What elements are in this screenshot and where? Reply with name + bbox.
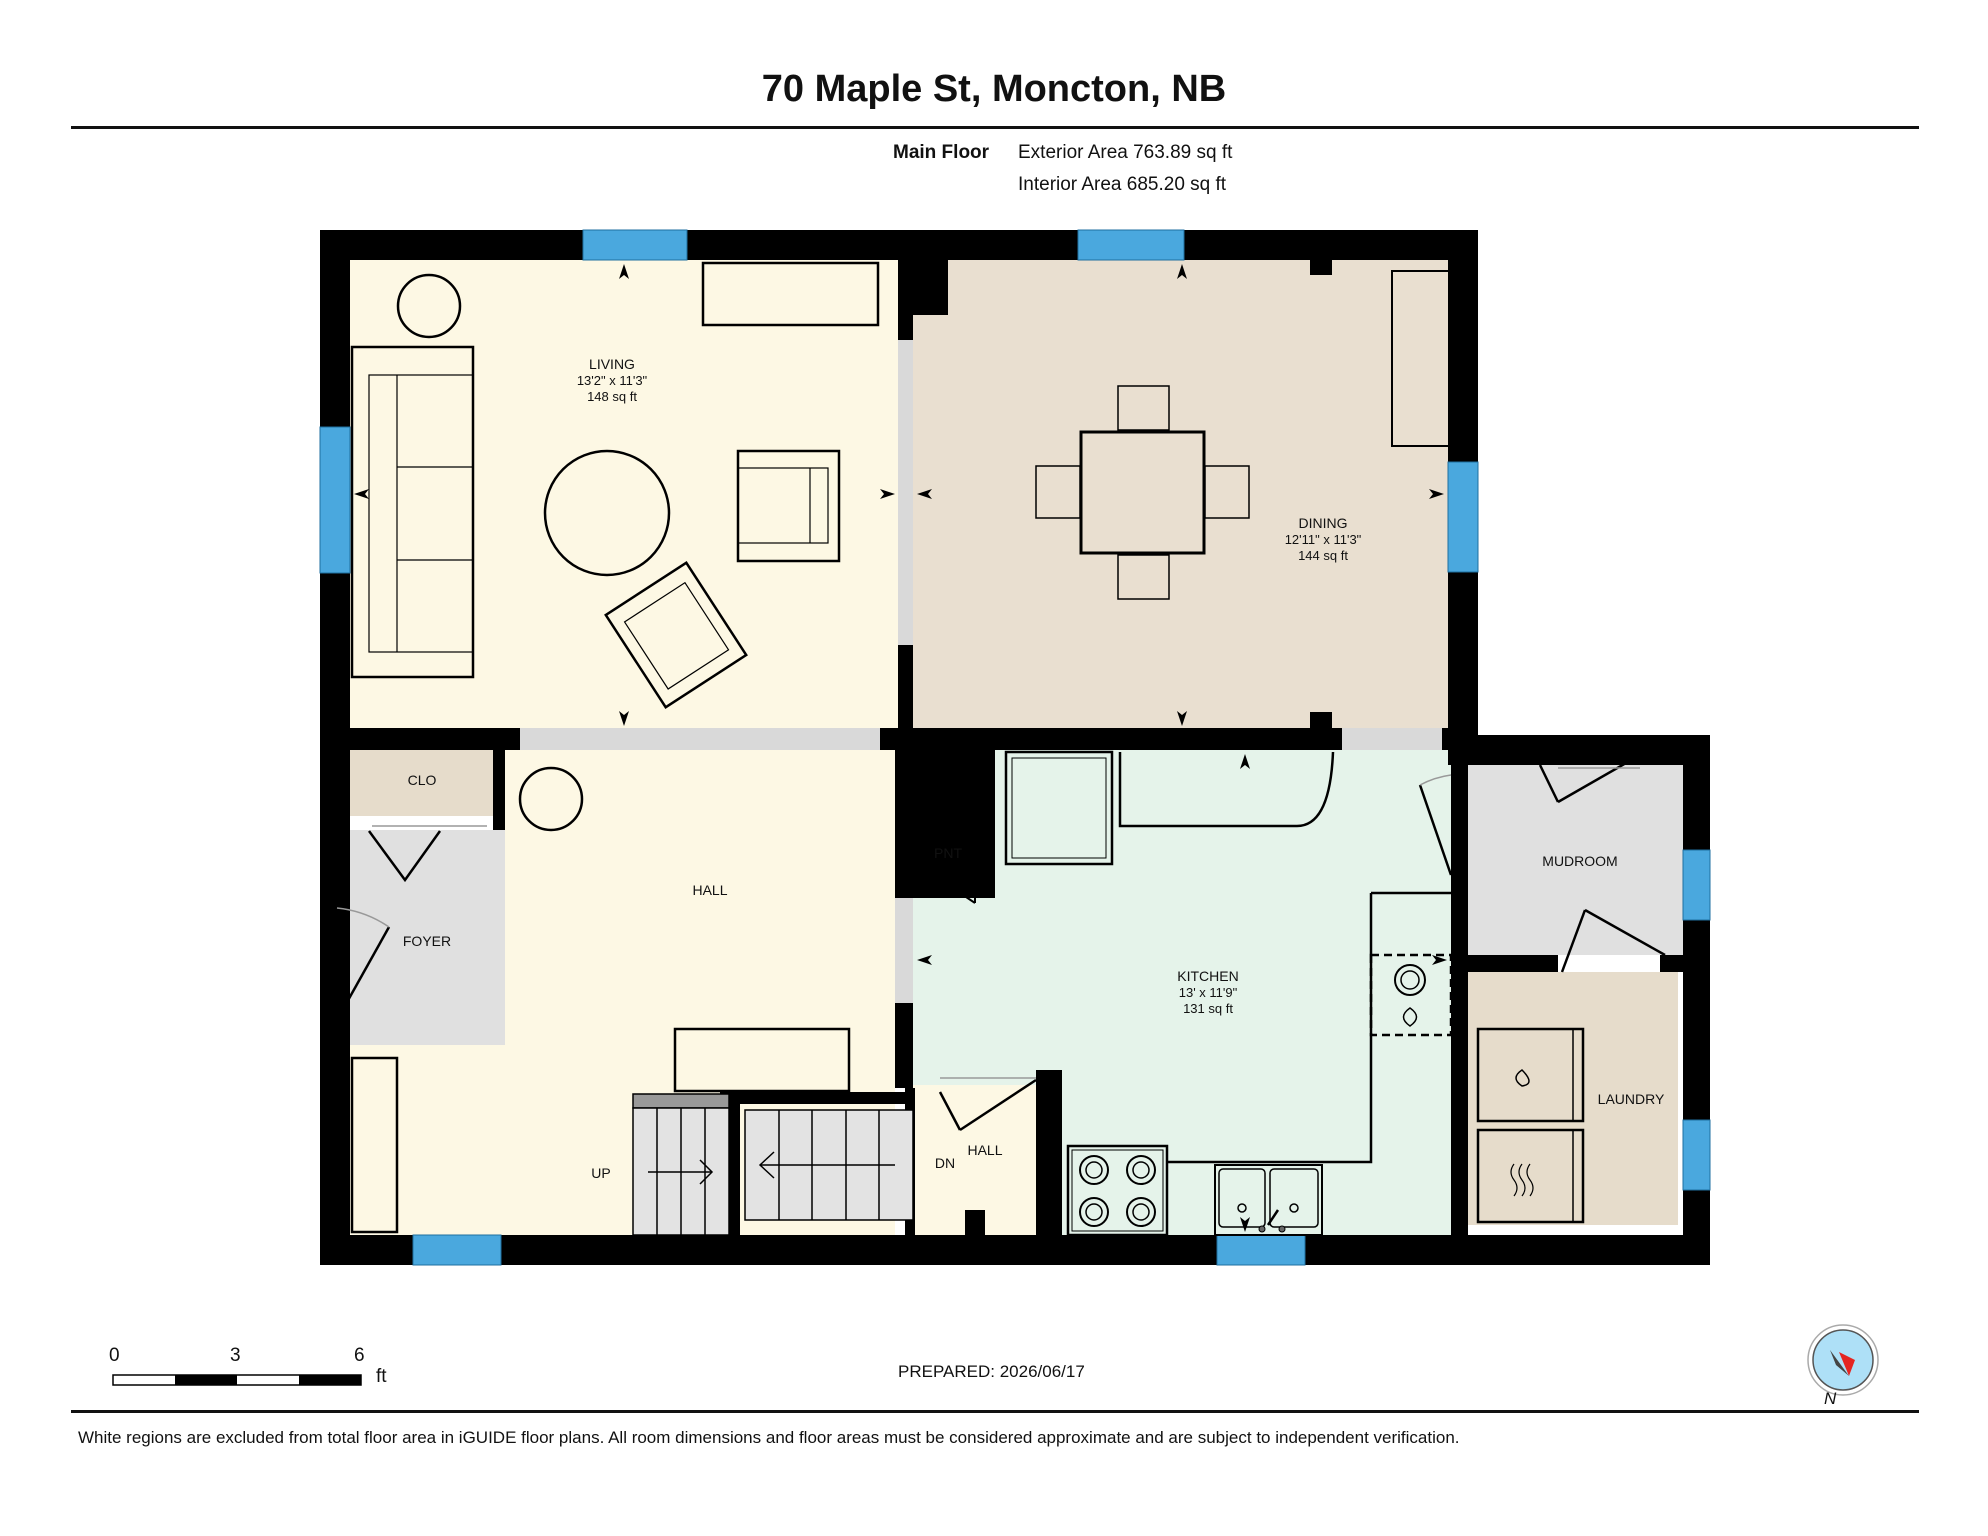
compass-icon (1807, 1324, 1879, 1396)
living-dining-opening (898, 340, 913, 645)
scale-bar (112, 1374, 362, 1386)
stairs-up-label: UP (591, 1165, 610, 1181)
footer-rule (71, 1410, 1919, 1413)
living-room (350, 260, 898, 728)
dining-kitchen-opening (1342, 728, 1442, 750)
living-dims: 13'2" x 11'3" (577, 373, 648, 388)
title-rule (71, 126, 1919, 129)
dining-dims: 12'11" x 11'3" (1285, 532, 1362, 547)
dining-furniture (1035, 270, 1450, 600)
compass-label: N (1824, 1389, 1837, 1408)
dining-label: DINING (1299, 515, 1348, 531)
interior-area: Interior Area 685.20 sq ft (1018, 174, 1227, 195)
small-hall-label: HALL (967, 1142, 1002, 1158)
dining-room (913, 260, 1448, 728)
scale-unit: ft (376, 1366, 387, 1387)
foyer (350, 830, 505, 1045)
disclaimer: White regions are excluded from total fl… (78, 1428, 1460, 1447)
foyer-label: FOYER (403, 933, 451, 949)
floor-label: Main Floor (893, 142, 990, 163)
prepared-date: PREPARED: 2026/06/17 (898, 1362, 1085, 1381)
living-area: 148 sq ft (587, 389, 637, 404)
exterior-walls (320, 230, 1710, 1265)
direction-arrows (354, 264, 1447, 1232)
living-furniture (350, 261, 880, 709)
mudroom-label: MUDROOM (1542, 853, 1617, 869)
hall-furniture (350, 766, 851, 1234)
closet-label: CLO (408, 772, 437, 788)
scale-label-6: 6 (354, 1345, 365, 1366)
laundry-fixtures (1476, 1027, 1585, 1224)
living-hall-opening (520, 728, 880, 750)
closet (350, 740, 493, 816)
kitchen-area: 131 sq ft (1183, 1001, 1233, 1016)
windows (319, 229, 1711, 1266)
scale-label-0: 0 (109, 1345, 120, 1366)
laundry-label: LAUNDRY (1598, 1091, 1665, 1107)
stairs (632, 1093, 914, 1236)
exterior-area: Exterior Area 763.89 sq ft (1018, 142, 1233, 163)
hall-kitchen-opening (895, 898, 913, 1003)
doors (335, 753, 1666, 1132)
interior-walls (350, 260, 1683, 1235)
page-title: 70 Maple St, Moncton, NB (761, 68, 1227, 110)
pantry-label: PNT (934, 845, 962, 861)
hall-label: HALL (692, 882, 727, 898)
kitchen-dims: 13' x 11'9" (1179, 985, 1238, 1000)
kitchen-label: KITCHEN (1177, 968, 1238, 984)
scale-label-3: 3 (230, 1345, 241, 1366)
living-label: LIVING (589, 356, 635, 372)
mudroom (1468, 765, 1683, 955)
dining-area: 144 sq ft (1298, 548, 1348, 563)
kitchen-fixtures (1004, 750, 1453, 1237)
stairs-down-label: DN (935, 1155, 955, 1171)
